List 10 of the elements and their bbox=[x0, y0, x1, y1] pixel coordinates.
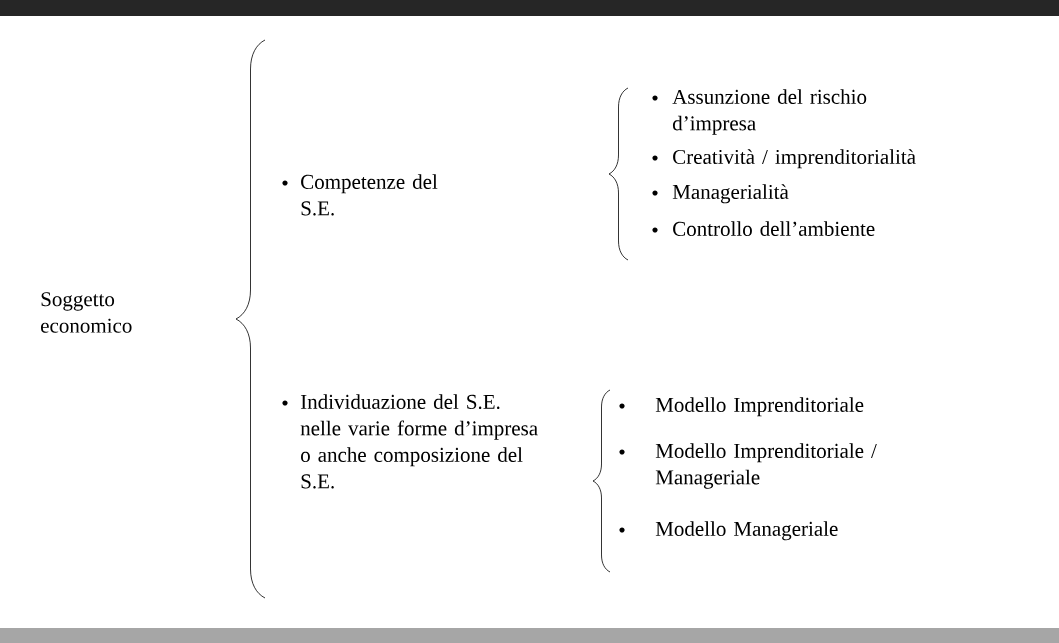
item-text: Modello Imprenditoriale bbox=[655, 397, 864, 417]
item-text: Controllo dell’ambiente bbox=[673, 221, 875, 236]
item-text: Assunzione del rischio d’impresa bbox=[672, 89, 867, 135]
item-text: Competenze del S.E. bbox=[301, 174, 438, 216]
item-text: Modello Manageriale bbox=[655, 521, 838, 541]
item-text: Creatività / imprenditorialità bbox=[673, 149, 916, 169]
item-text: Managerialità bbox=[672, 184, 789, 204]
item-text: Modello Imprenditoriale / Manageriale bbox=[655, 443, 877, 489]
item-text: Soggetto economico bbox=[41, 292, 132, 333]
item-text: Individuazione del S.E. nelle varie forme d’impresa o anche composizione del S.E. bbox=[300, 394, 538, 489]
